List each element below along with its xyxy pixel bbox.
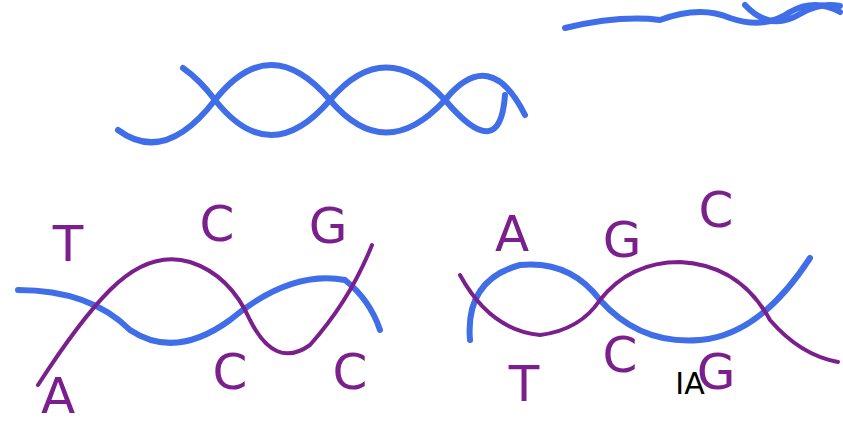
base-letter: C [603, 330, 638, 380]
purple-strand [460, 262, 838, 362]
helix-strand [183, 68, 505, 136]
base-letter: T [509, 359, 540, 409]
strand [745, 5, 840, 21]
base-letter: A [495, 209, 529, 259]
base-letter: G [603, 215, 642, 265]
base-letter: G [309, 201, 348, 251]
base-letter: C [200, 199, 235, 249]
base-letter: A [41, 371, 75, 421]
note: IA [675, 369, 704, 399]
base-letter: C [699, 185, 734, 235]
purple-strand [38, 245, 372, 385]
base-letter: C [213, 347, 248, 397]
base-letter: T [53, 219, 84, 269]
base-letter: C [333, 347, 368, 397]
helix-strand [118, 65, 525, 142]
strand [565, 5, 840, 28]
